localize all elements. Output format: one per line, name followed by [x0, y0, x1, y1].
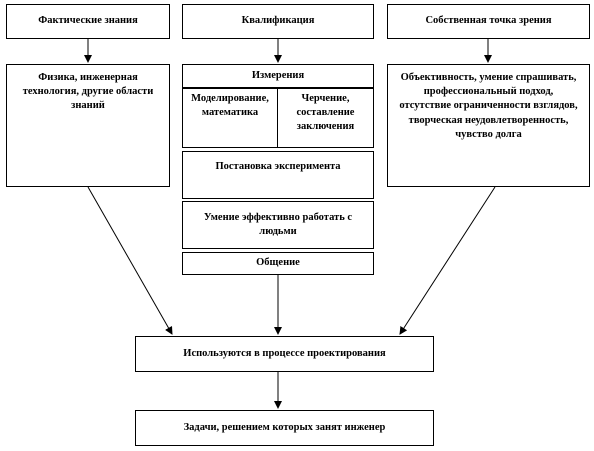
communication-box: Общение — [182, 252, 374, 275]
measurements-label: Измерения — [251, 69, 305, 81]
header-own-viewpoint: Собственная точка зрения — [387, 4, 590, 39]
factual-knowledge-body: Физика, инженерная технология, другие об… — [6, 64, 170, 187]
header-factual-knowledge: Фактические знания — [6, 4, 170, 39]
factual-knowledge-text: Физика, инженерная технология, другие об… — [22, 72, 154, 112]
measurements-box: Измерения — [182, 64, 374, 88]
engineer-tasks-label: Задачи, решением которых занят инженер — [183, 421, 386, 433]
header-own-viewpoint-label: Собственная точка зрения — [425, 15, 552, 27]
own-viewpoint-body: Объективность, умение спрашивать, профес… — [387, 64, 590, 187]
experiment-label: Постановка эксперимента — [215, 161, 341, 172]
drafting-box: Черчение, составление заключения — [277, 88, 374, 148]
teamwork-label: Умение эффективно работать с людьми — [203, 211, 353, 237]
modeling-label: Моделирование, математика — [191, 93, 269, 119]
drafting-label: Черчение, составление заключения — [296, 93, 355, 133]
experiment-box: Постановка эксперимента — [182, 151, 374, 199]
design-process-box: Используются в процессе проектирования — [135, 336, 434, 372]
engineer-tasks-box: Задачи, решением которых занят инженер — [135, 410, 434, 446]
arrow-left-diagonal — [87, 186, 173, 335]
own-viewpoint-text: Объективность, умение спрашивать, профес… — [399, 72, 578, 140]
header-factual-knowledge-label: Фактические знания — [38, 15, 138, 27]
design-process-label: Используются в процессе проектирования — [183, 347, 386, 359]
modeling-box: Моделирование, математика — [182, 88, 278, 148]
header-qualification: Квалификация — [182, 4, 374, 39]
communication-label: Общение — [256, 257, 300, 269]
teamwork-box: Умение эффективно работать с людьми — [182, 201, 374, 249]
arrow-right-diagonal — [399, 186, 496, 335]
header-qualification-label: Квалификация — [241, 15, 315, 27]
